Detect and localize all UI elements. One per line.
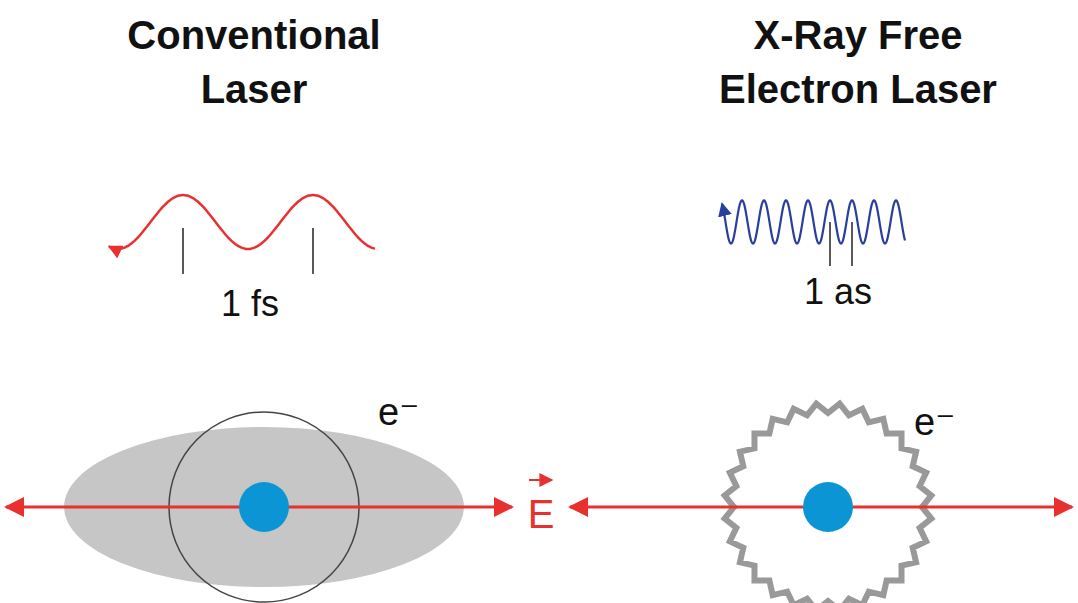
nucleus [239, 482, 289, 532]
period-tick [312, 228, 314, 274]
xray-wave [722, 200, 905, 243]
column-heading: X-Ray Free Electron Laser [688, 8, 1028, 116]
laser-wave [109, 195, 375, 249]
period-label: 1 fs [190, 284, 310, 324]
period-tick [851, 222, 853, 266]
field-label: E [521, 492, 561, 536]
electron-label: e⁻ [914, 403, 955, 441]
nucleus [803, 482, 853, 532]
jagged-shell [725, 404, 932, 603]
column-heading: Conventional Laser [94, 8, 414, 116]
period-tick [182, 228, 184, 274]
period-label: 1 as [778, 272, 898, 312]
electron-label: e⁻ [378, 393, 419, 431]
period-tick [829, 222, 831, 266]
vector-arrow [529, 479, 552, 481]
